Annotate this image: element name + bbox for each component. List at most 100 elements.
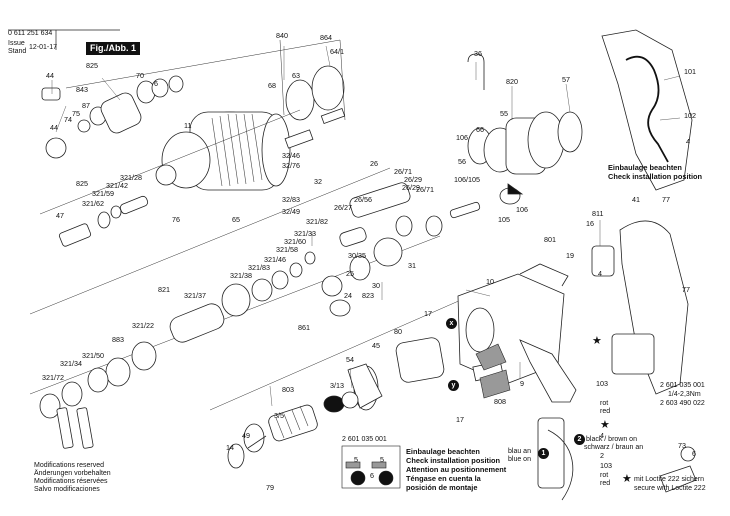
modifications-fr: Modifications réservées <box>34 478 108 485</box>
handle-shells <box>591 29 693 395</box>
part-label: 103 <box>596 379 608 388</box>
wire-color-rot-2: rot <box>600 472 609 479</box>
part-label: 63 <box>292 71 300 80</box>
part-label: 77 <box>682 285 690 294</box>
part-label: 864 <box>320 33 332 42</box>
part-label: 2 <box>600 451 604 460</box>
part-label: 11 <box>184 121 192 130</box>
part-label: 26/29 <box>404 175 422 184</box>
loctite-note-de: mit Loctite 222 sichern <box>634 476 705 483</box>
part-label: 5 <box>380 455 384 464</box>
part-label: 41 <box>632 195 640 204</box>
part-label: 321/28 <box>120 173 142 182</box>
wire-blue-en: blue on <box>508 456 531 463</box>
part-label: 54 <box>346 355 354 364</box>
part-label: 3/13 <box>330 381 344 390</box>
part-label: 30 <box>372 281 380 290</box>
part-label: 17 <box>424 309 432 318</box>
diagram-frame <box>8 29 120 50</box>
part-label: 105 <box>498 215 510 224</box>
star-icon: ★ <box>592 335 602 347</box>
part-label: 26 <box>370 159 378 168</box>
part-label: 44 <box>50 123 58 132</box>
part-label: 26/71 <box>416 185 434 194</box>
armature-group <box>227 337 445 469</box>
part-label: 801 <box>544 235 556 244</box>
part-label: 26/29 <box>402 183 420 192</box>
part-label: 44 <box>46 71 54 80</box>
part-label: 32/76 <box>282 161 300 170</box>
part-label: 106 <box>516 205 528 214</box>
part-number: 0 611 251 634 <box>8 30 53 37</box>
chuck-group <box>41 75 184 159</box>
part-label: 321/34 <box>60 359 82 368</box>
part-ref-1: 2 601 035 001 <box>342 436 387 443</box>
part-label: 49 <box>242 431 250 440</box>
wiring-inset-top <box>625 55 669 163</box>
wire-color-red-1: red <box>600 408 611 415</box>
part-label: 66 <box>476 125 484 134</box>
part-label: 76 <box>172 215 180 224</box>
part-label: 79 <box>266 483 274 492</box>
figure-badge: Fig./Abb. 1 <box>86 42 140 55</box>
install-note-line-5: posición de montaje <box>406 483 478 492</box>
part-label: 102 <box>684 111 696 120</box>
part-label: 14 <box>226 443 234 452</box>
part-label: 16 <box>586 219 594 228</box>
part-label: 25 <box>346 269 354 278</box>
part-label: 820 <box>506 77 518 86</box>
part-label: 56 <box>458 157 466 166</box>
part-label: 5 <box>354 455 358 464</box>
star-icon: ★ <box>622 473 632 485</box>
part-label: 65 <box>232 215 240 224</box>
marker-y: y <box>448 380 459 391</box>
part-label: 821 <box>158 285 170 294</box>
part-label: 31 <box>408 261 416 270</box>
install-position-wedges <box>475 343 511 399</box>
part-label: 26/27 <box>334 203 352 212</box>
part-label: 10 <box>486 277 494 286</box>
install-note-line-1: Einbaulage beachten <box>406 447 480 456</box>
part-label: 47 <box>56 211 64 220</box>
shaft-group <box>39 195 316 449</box>
part-label: 321/83 <box>248 263 270 272</box>
part-label: 4 <box>598 269 602 278</box>
part-label: 32 <box>314 177 322 186</box>
motor-housing <box>457 263 577 403</box>
part-label: 3/5 <box>274 411 284 420</box>
loctite-note-en: secure with Loctite 222 <box>634 485 706 492</box>
install-note-top-en: Check installation position <box>608 172 703 181</box>
part-label: 883 <box>112 335 124 344</box>
part-label: 321/22 <box>132 321 154 330</box>
part-label: 825 <box>76 179 88 188</box>
part-label: 321/72 <box>42 373 64 382</box>
part-label: 321/42 <box>106 181 128 190</box>
part-label: 321/58 <box>276 245 298 254</box>
part-label: 811 <box>592 209 604 218</box>
part-label: 321/50 <box>82 351 104 360</box>
part-label: 55 <box>500 109 508 118</box>
wire-blue-de: blau an <box>508 448 531 455</box>
part-label: 19 <box>566 251 574 260</box>
part-label: 57 <box>562 75 570 84</box>
part-label: 80 <box>394 327 402 336</box>
gear-housing-group <box>155 65 346 191</box>
part-label: 840 <box>276 31 288 40</box>
part-label: 825 <box>86 61 98 70</box>
leader-lines <box>51 45 681 407</box>
wire-color-rot-1: rot <box>600 400 609 407</box>
install-note-line-4: Téngase en cuenta la <box>406 474 481 483</box>
part-label: 36 <box>474 49 482 58</box>
housing-ribs <box>211 113 263 187</box>
part-label: 17 <box>456 415 464 424</box>
part-label: 26/56 <box>354 195 372 204</box>
marker-1: 1 <box>538 448 549 459</box>
wire-color-red-2: red <box>600 480 611 487</box>
armature-windings <box>275 405 309 439</box>
part-label: 32/49 <box>282 207 300 216</box>
part-label: 32/83 <box>282 195 300 204</box>
part-label: 103 <box>600 461 612 470</box>
part-label: 106/105 <box>454 175 480 184</box>
part-ref-4: 2 603 490 022 <box>660 400 705 407</box>
